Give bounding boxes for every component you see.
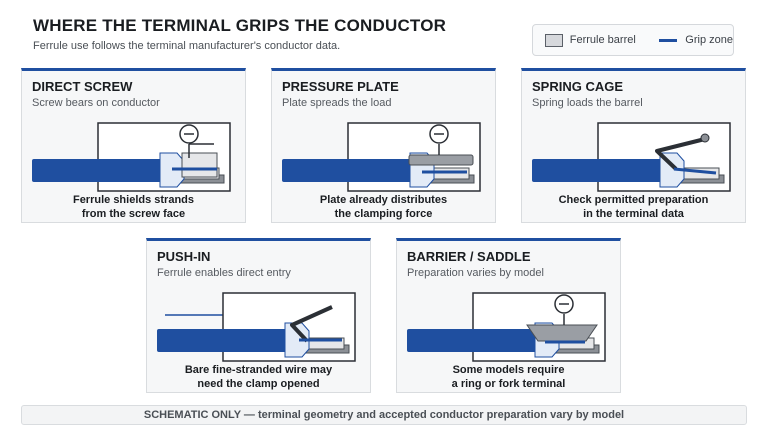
spring-pivot-icon [700,133,710,143]
panel-subtitle: Screw bears on conductor [32,97,160,109]
panel-caption: Plate already distributes the clamping f… [319,194,448,220]
panel-title: DIRECT SCREW [32,79,133,94]
panel-pressure-plate: PRESSURE PLATE Plate spreads the load Pl… [271,68,496,223]
push-in-diagram [157,292,356,362]
panel-subtitle: Preparation varies by model [407,267,544,279]
panel-spring-cage: SPRING CAGE Spring loads the barrel Chec… [521,68,746,223]
spring-cage-diagram [532,122,731,192]
legend: Ferrule barrel Grip zone [532,24,734,56]
panel-push-in: PUSH-IN Ferrule enables direct entry Bar… [146,238,371,393]
barrier-saddle-diagram [407,292,606,362]
legend-grip-label: Grip zone [685,34,733,46]
panel-caption: Bare fine-stranded wire may need the cla… [184,364,333,390]
panel-subtitle: Ferrule enables direct entry [157,267,291,279]
ferrule-swatch-icon [545,33,563,47]
conductor [532,159,665,182]
grip-zone [673,167,717,175]
clamp-frame [181,152,218,178]
panel-title: SPRING CAGE [532,79,624,94]
panel-title: PRESSURE PLATE [282,79,399,94]
push-in-spring [290,305,333,343]
panel-caption: Check permitted preparation in the termi… [558,194,709,220]
saddle-clamp [526,324,598,342]
pressure-plate-diagram [282,122,481,192]
panel-caption: Ferrule shields strands from the screw f… [72,194,195,220]
ferrule-barrel [284,322,310,358]
spring-lever [655,137,706,171]
conductor [282,159,415,182]
panel-caption: Some models require a ring or fork termi… [451,364,566,390]
legend-ferrule-label: Ferrule barrel [569,34,636,46]
footer-note: SCHEMATIC ONLY — terminal geometry and a… [21,405,747,425]
panel-subtitle: Spring loads the barrel [532,97,643,109]
grip-line-icon [658,38,678,42]
page-title: WHERE THE TERMINAL GRIPS THE CONDUCTOR [33,16,447,35]
panel-title: PUSH-IN [157,249,211,264]
panel-barrier-saddle: BARRIER / SADDLE Preparation varies by m… [396,238,621,393]
panel-direct-screw: DIRECT SCREW Screw bears on conductor Fe… [21,68,246,223]
page-subtitle: Ferrule use follows the terminal manufac… [33,40,341,52]
conductor [407,329,540,352]
conductor [32,159,165,182]
pressure-plate [408,154,474,166]
panel-subtitle: Plate spreads the load [282,97,392,109]
panel-title: BARRIER / SADDLE [407,249,531,264]
direct-screw-diagram [32,122,231,192]
conductor [157,329,290,352]
